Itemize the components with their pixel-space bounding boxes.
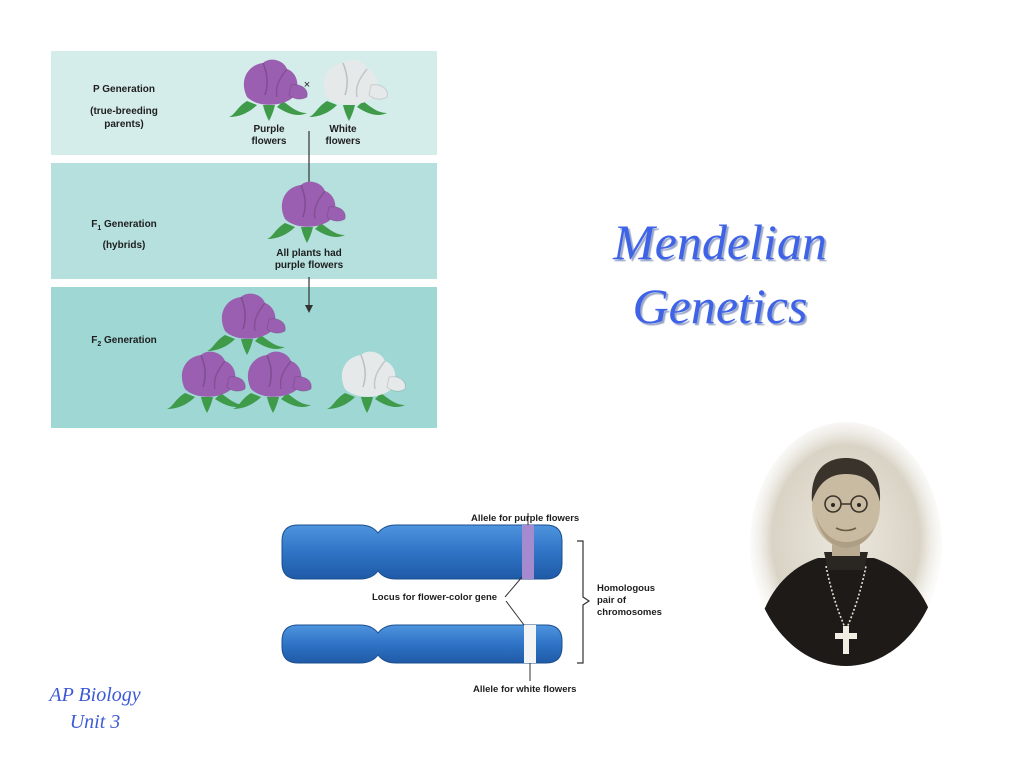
f1-label-prefix: F [91, 219, 98, 230]
purple-caption-line1: Purple [253, 124, 285, 135]
pectoral-cross-icon [835, 626, 857, 654]
purple-flowers-caption: Purple flowers [239, 124, 299, 148]
p-generation-band [51, 51, 437, 155]
slide-title: Mendelian Genetics [540, 210, 900, 338]
mendel-portrait [750, 422, 942, 666]
white-caption-line1: White [329, 124, 357, 135]
arrow-f1-to-f2 [305, 277, 313, 313]
white-flower-f2 [326, 350, 407, 414]
p-generation-label: P Generation [92, 84, 156, 95]
f1-generation-band [51, 163, 437, 279]
f1-caption-line2: purple flowers [274, 260, 344, 271]
footer-line2: Unit 3 [69, 711, 121, 733]
locus-label: Locus for flower-color gene [372, 592, 498, 603]
footer-line1: AP Biology [49, 684, 141, 706]
locus-leader-top [504, 576, 523, 598]
purple-flower-p [228, 58, 309, 122]
f1-label-sub: 1 [97, 225, 102, 232]
f2-generation-label: F2 Generation [79, 334, 169, 351]
locus-leader-bottom [505, 600, 525, 626]
homologous-chromosome-diagram: Allele for purple flowers Locus for flow… [275, 505, 685, 700]
f2-label-suffix: Generation [101, 335, 157, 346]
white-flowers-caption: White flowers [313, 124, 373, 148]
f2-label-prefix: F [91, 335, 98, 346]
homologous-bracket [577, 540, 591, 664]
purple-flower-f2-top [206, 292, 287, 356]
purple-flower-f2-left [166, 350, 247, 414]
cross-artwork [166, 58, 407, 414]
purple-caption-line2: flowers [251, 136, 287, 147]
purple-flower-f1 [266, 180, 347, 244]
f1-generation-label: F1 Generation [79, 218, 169, 235]
homologous-line2: pair of [597, 595, 627, 606]
purple-allele-band [522, 525, 534, 579]
course-footer: AP Biology Unit 3 [20, 682, 170, 736]
f2-label-sub: 2 [97, 341, 102, 348]
f1-caption: All plants had purple flowers [257, 248, 361, 272]
allele-white-label: Allele for white flowers [473, 684, 577, 695]
p-sublabel-line2: parents) [104, 119, 144, 130]
homologous-label: Homologous pair of chromosomes [597, 583, 687, 619]
p-generation-sublabel: (true-breeding parents) [79, 105, 169, 131]
allele-purple-label: Allele for purple flowers [471, 513, 580, 524]
chromosome-top [281, 524, 563, 580]
white-allele-band [524, 625, 536, 663]
p-sublabel-line1: (true-breeding [90, 106, 158, 117]
chromosome-artwork [281, 513, 591, 681]
f1-label-suffix: Generation [101, 219, 157, 230]
title-line2: Genetics [632, 278, 808, 334]
title-line1: Mendelian [613, 214, 827, 270]
f1-caption-line1: All plants had [276, 248, 342, 259]
chromosome-bottom [281, 624, 563, 664]
homologous-line1: Homologous [597, 583, 656, 594]
homologous-line3: chromosomes [597, 607, 662, 618]
f1-generation-sublabel: (hybrids) [102, 240, 146, 251]
white-caption-line2: flowers [325, 136, 361, 147]
cross-symbol: × [303, 79, 311, 91]
mendel-cross-diagram: P Generation (true-breeding parents) F1 … [51, 51, 437, 428]
white-flower-p [308, 58, 389, 122]
